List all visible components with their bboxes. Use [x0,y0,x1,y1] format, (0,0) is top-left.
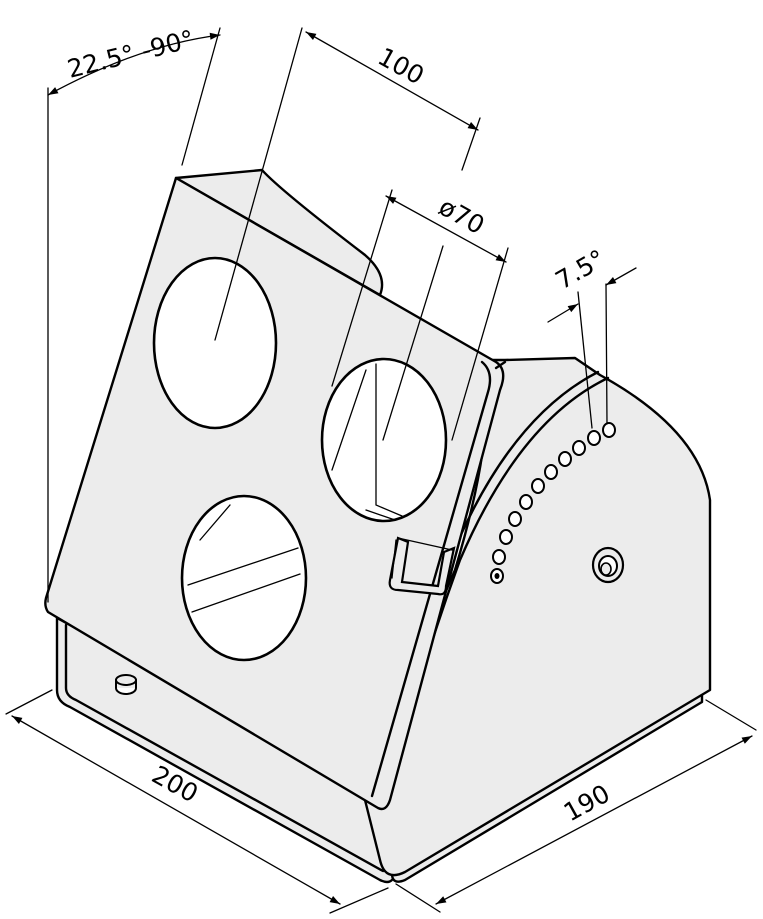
adjust-step-label: 7.5° [551,244,611,295]
angle-arc [47,32,221,96]
inner-rib-3 [199,504,231,541]
front-plate-fold [370,360,492,798]
inner-view-edge-2 [331,369,367,471]
step-extension-1 [577,291,593,429]
hole-diameter-label: ø70 [434,192,489,240]
diameter-dimension-line [385,195,507,263]
depth-extension-2 [705,699,757,731]
step-extension-2 [605,283,608,425]
latch-clip [388,536,456,596]
spacing-extension-1 [214,27,303,341]
step-dimension-line-2 [605,267,637,286]
inner-rib-1 [187,547,299,586]
width-dimension-line [11,715,341,905]
width-extension-2 [329,887,389,914]
cutout-hole-middle [320,357,448,523]
inner-view-edge-3 [365,509,396,521]
step-dimension-line [547,303,579,323]
spacing-dimension-line [305,31,479,131]
inner-rib-2 [191,573,301,613]
pivot-bolt [591,546,625,584]
cutout-hole-top [152,256,278,430]
inner-view-edge [375,363,403,517]
floor-stud [115,674,137,695]
top-flange [174,168,384,297]
dimension-lines [5,27,757,914]
cutout-hole-bottom [180,494,308,662]
adjustment-holes [490,422,616,584]
depth-label: 190 [559,779,615,827]
diameter-center-line [382,245,444,441]
hole-spacing-label: 100 [373,42,429,90]
depth-dimension-line [435,735,753,905]
depth-extension-1 [395,883,441,913]
base-inner-edge [64,623,385,873]
side-flange-arc-inner [448,370,600,562]
diameter-extension-1 [331,189,393,387]
angle-range-label: 22.5° -90° [64,24,197,83]
rotating-bracket [44,168,712,877]
diameter-extension-2 [451,247,509,441]
width-extension-1 [5,689,53,715]
front-plate-fold-2 [494,360,507,370]
